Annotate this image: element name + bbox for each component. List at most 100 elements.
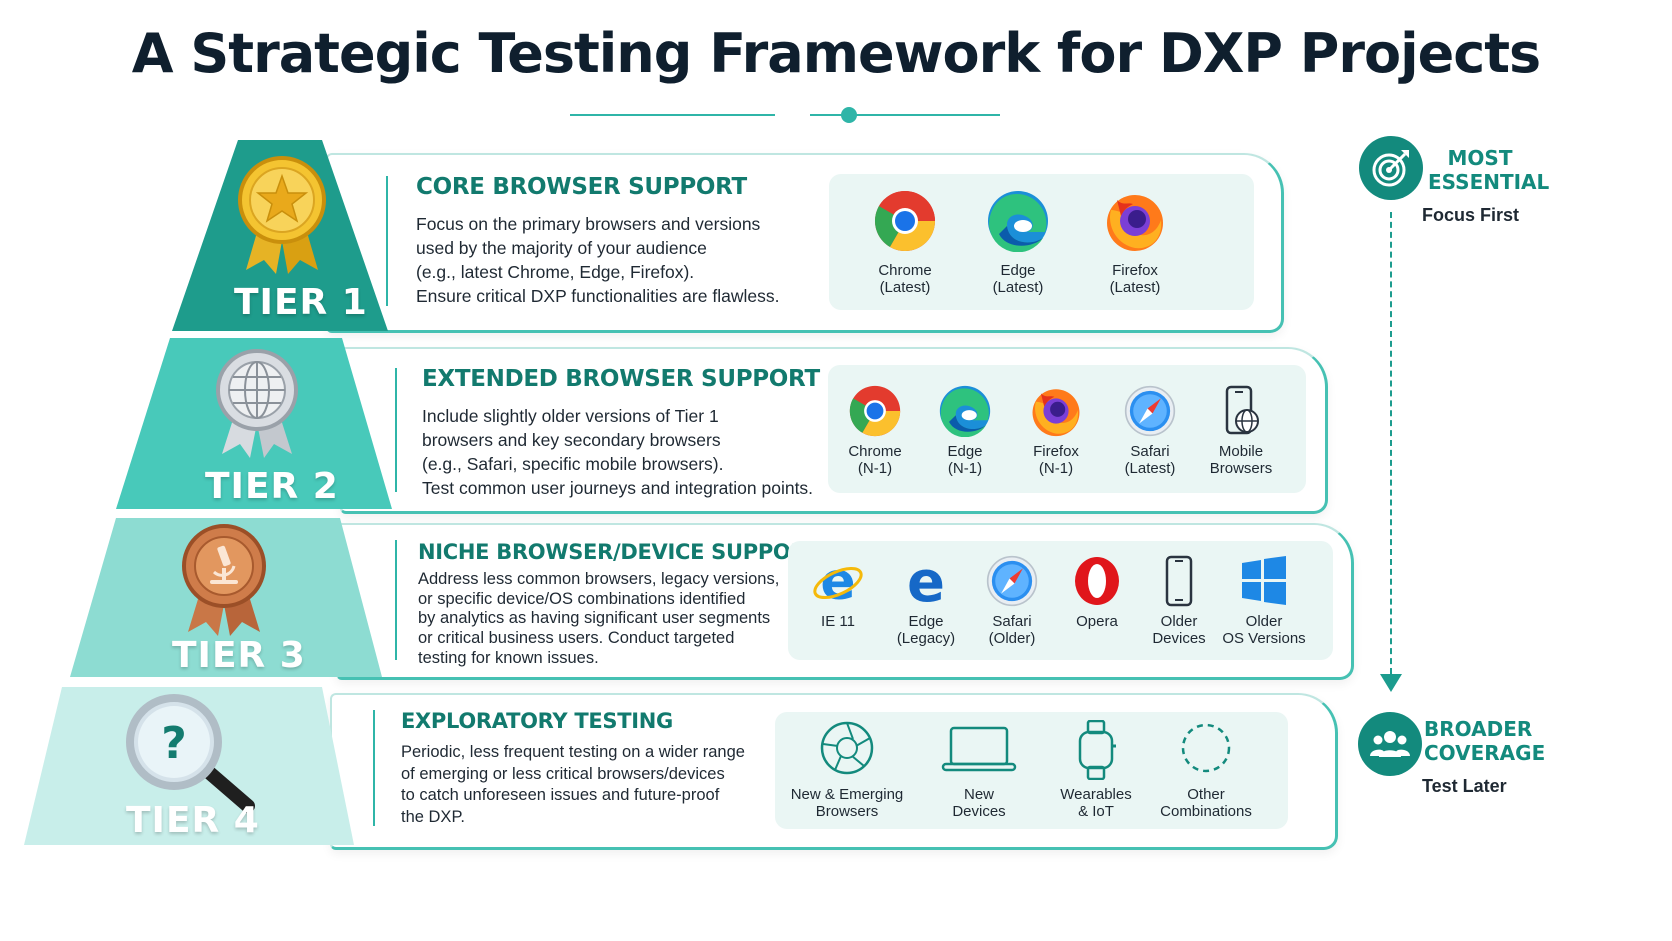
tier-2-desc-line: (e.g., Safari, specific mobile browsers)…	[422, 454, 724, 474]
tier-3-item-edge-legacy-name: Edge	[908, 613, 944, 630]
scale-bottom-title-line2: COVERAGE	[1424, 741, 1546, 765]
silver-globe-medal-icon	[210, 346, 304, 466]
tier-1-heading: CORE BROWSER SUPPORT	[416, 174, 747, 200]
tier-3-label: TIER 3	[172, 635, 306, 676]
tier-1-desc-line: Focus on the primary browsers and versio…	[416, 214, 761, 234]
tier-1-item-firefox-version: (Latest)	[1109, 279, 1161, 296]
tier-2-item-mobile-name: Mobile	[1218, 443, 1264, 460]
tier-3-desc-line: testing for known issues.	[418, 648, 599, 667]
scale-top-title-line1: MOST	[1447, 146, 1513, 170]
svg-text:?: ?	[161, 718, 187, 769]
tier-1-item-edge: Edge (Latest)	[968, 190, 1068, 296]
edge-legacy-icon: e	[907, 555, 945, 607]
tier-3-desc-line: Address less common browsers, legacy ver…	[418, 570, 780, 588]
tier-3-item-safari-version: (Older)	[988, 630, 1036, 647]
tier-3-description: Address less common browsers, legacy ver…	[418, 570, 779, 669]
tier-2-item-safari-name: Safari	[1130, 443, 1170, 460]
windows-icon	[1242, 556, 1286, 605]
tier-4-item-new-browsers: New & Emerging Browsers	[787, 720, 907, 820]
chrome-icon	[849, 385, 901, 437]
tier-4-item-new-browsers-name: New & Emerging	[790, 786, 904, 803]
tier-2-item-edge-name: Edge	[947, 443, 983, 460]
magnifier-question-icon: ?	[124, 692, 260, 821]
tier-3-icon-panel	[788, 541, 1333, 660]
tier-3-heading: NICHE BROWSER/DEVICE SUPPORT	[418, 540, 820, 564]
tier-4-description: Periodic, less frequent testing on a wid…	[401, 742, 745, 828]
tier-4-item-wearables-version: & IoT	[1078, 803, 1114, 820]
tier-3-item-edge-legacy: e Edge (Legacy)	[886, 555, 966, 647]
tier-3-item-safari-name: Safari	[992, 613, 1032, 630]
tier-3-item-safari: Safari (Older)	[972, 555, 1052, 647]
scale-top-title-line2: ESSENTIAL	[1428, 170, 1550, 194]
tier-1-desc-line: (e.g., latest Chrome, Edge, Firefox).	[416, 262, 695, 282]
tier-4-desc-line: of emerging or less critical browsers/de…	[401, 764, 725, 783]
tier-2-item-chrome-version: (N-1)	[857, 460, 893, 477]
tier-2-heading: EXTENDED BROWSER SUPPORT	[422, 366, 820, 392]
tier-4-desc-line: Periodic, less frequent testing on a wid…	[401, 743, 745, 761]
tier-3-desc-line: or critical business users. Conduct targ…	[418, 629, 735, 648]
tier-2-item-edge: Edge (N-1)	[925, 385, 1005, 477]
tier-4-desc-line: to catch unforeseen issues and future-pr…	[401, 786, 720, 805]
tier-4-desc-line: the DXP.	[401, 807, 465, 826]
priority-dashed-line	[1390, 212, 1392, 674]
title-rule-right	[810, 114, 1000, 116]
tier-2-item-mobile: Mobile Browsers	[1201, 385, 1281, 477]
safari-icon	[1124, 385, 1176, 437]
tier-1-divider	[386, 176, 388, 306]
tier-3-item-ie-name: IE 11	[821, 613, 855, 630]
opera-icon	[1075, 557, 1119, 605]
tier-3-item-opera: Opera	[1057, 555, 1137, 630]
svg-text:e: e	[820, 555, 855, 607]
tier-4-label: TIER 4	[126, 800, 260, 841]
arrow-down-icon	[1380, 674, 1402, 692]
tier-1-item-firefox: Firefox (Latest)	[1085, 190, 1185, 296]
tier-2-item-safari: Safari (Latest)	[1110, 385, 1190, 477]
page-title: A Strategic Testing Framework for DXP Pr…	[131, 22, 1541, 85]
tier-2-label: TIER 2	[205, 466, 339, 507]
tier-4-item-new-browsers-version: Browsers	[815, 803, 879, 820]
tier-2-item-edge-version: (N-1)	[947, 460, 983, 477]
tier-3-item-older-os: Older OS Versions	[1216, 555, 1312, 647]
title-rule-left	[570, 114, 775, 116]
dashed-circle-icon	[1181, 723, 1231, 773]
tier-4-item-wearables: Wearables & IoT	[1051, 720, 1141, 820]
bronze-microscope-medal-icon	[176, 520, 272, 643]
smartwatch-icon	[1078, 720, 1116, 780]
tier-1-desc-line: used by the majority of your audience	[416, 238, 707, 258]
tier-3-item-older-devices: Older Devices	[1139, 555, 1219, 647]
tier-1-item-edge-name: Edge	[1000, 262, 1036, 279]
tier-3-item-older-os-version: OS Versions	[1222, 630, 1306, 647]
safari-icon	[986, 555, 1038, 607]
scale-bottom-subtitle: Test Later	[1422, 776, 1507, 796]
edge-icon	[939, 385, 991, 437]
tier-3-item-edge-legacy-version: (Legacy)	[896, 630, 956, 647]
tier-1-item-chrome-name: Chrome	[878, 262, 932, 279]
firefox-icon	[1032, 389, 1080, 437]
tier-2-item-chrome: Chrome (N-1)	[835, 385, 915, 477]
tier-4-item-wearables-name: Wearables	[1060, 786, 1132, 803]
tier-3-item-opera-name: Opera	[1076, 613, 1118, 630]
users-group-icon	[1358, 712, 1422, 776]
tier-2-item-firefox-name: Firefox	[1033, 443, 1079, 460]
tier-4-item-new-devices: New Devices	[934, 720, 1024, 820]
tier-2-item-mobile-version: Browsers	[1209, 460, 1273, 477]
tier-4-item-new-devices-version: Devices	[952, 803, 1006, 820]
tier-1-item-firefox-name: Firefox	[1112, 262, 1158, 279]
tier-3-item-older-devices-version: Devices	[1152, 630, 1206, 647]
target-icon	[1359, 136, 1423, 200]
tier-2-item-safari-version: (Latest)	[1124, 460, 1176, 477]
tier-2-divider	[395, 368, 397, 492]
tier-1-item-edge-version: (Latest)	[992, 279, 1044, 296]
tier-4-divider	[373, 710, 375, 826]
phone-icon	[1165, 555, 1193, 607]
tier-4-item-other-name: Other	[1187, 786, 1225, 803]
tier-4-item-new-devices-name: New	[963, 786, 994, 803]
tier-1-label: TIER 1	[234, 282, 368, 323]
tier-1-item-chrome-version: (Latest)	[879, 279, 931, 296]
tier-3-item-older-os-name: Older	[1245, 613, 1283, 630]
tier-2-desc-line: Include slightly older versions of Tier …	[422, 406, 719, 426]
tier-2-item-chrome-name: Chrome	[848, 443, 902, 460]
laptop-icon	[941, 726, 1017, 772]
tier-4-heading: EXPLORATORY TESTING	[401, 709, 673, 733]
tier-2-item-firefox-version: (N-1)	[1038, 460, 1074, 477]
